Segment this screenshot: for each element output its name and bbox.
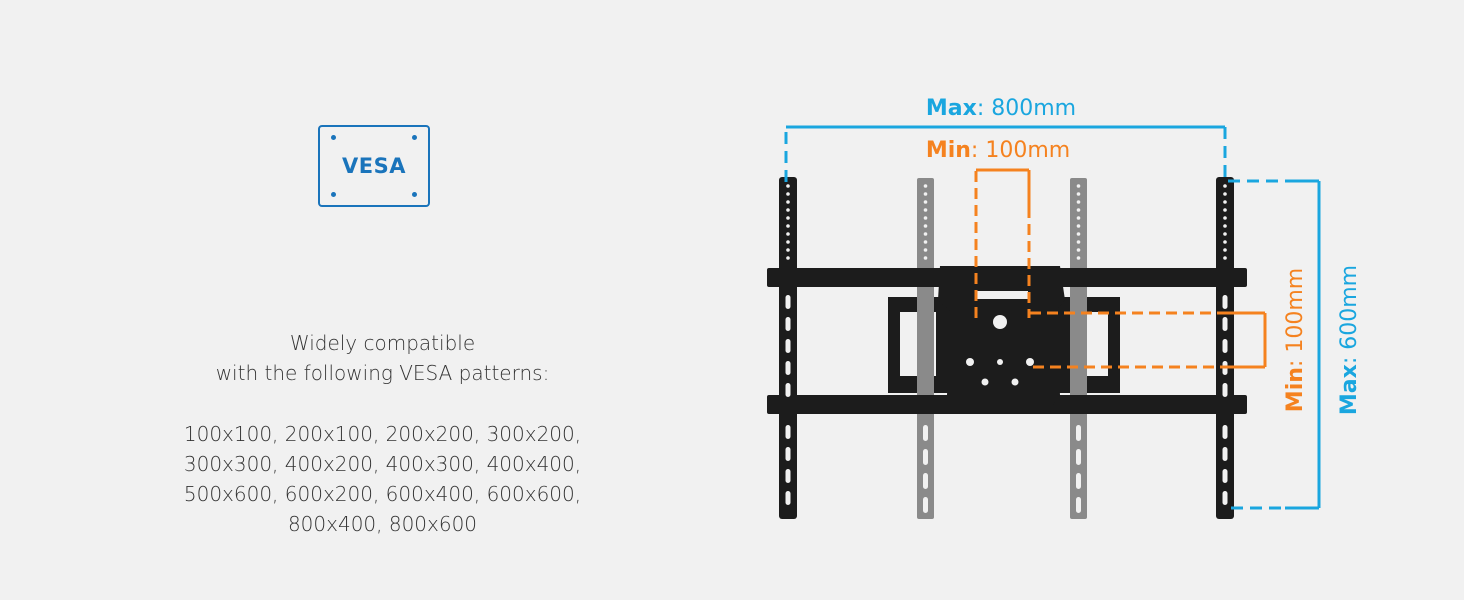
min-width-label-value: : 100mm	[971, 138, 1070, 163]
rail-hole	[1076, 248, 1081, 252]
vesa-logo-icon: VESA	[318, 125, 430, 207]
rail-hole	[1223, 248, 1227, 252]
rail-slot	[785, 425, 791, 439]
rail-hole	[1223, 208, 1227, 212]
rail-hole	[786, 232, 790, 236]
rail-slot	[923, 497, 928, 513]
compatibility-intro: Widely compatible with the following VES…	[130, 328, 635, 388]
rail-hole	[786, 240, 790, 244]
rail-hole	[1076, 224, 1081, 228]
rail-hole	[1076, 208, 1081, 212]
intro-line: Widely compatible	[289, 331, 476, 355]
rail-hole	[1223, 184, 1227, 188]
min-height-indicator	[1030, 311, 1267, 369]
rail-hole	[1076, 240, 1081, 244]
max-height-indicator	[1228, 179, 1321, 510]
min-height-label-key: Min	[1283, 367, 1308, 412]
rail-hole	[1223, 256, 1227, 260]
max-width-label-key: Max	[926, 96, 977, 121]
rail-slot	[1222, 469, 1228, 483]
rail-hole	[1076, 192, 1081, 196]
rail-slot	[785, 339, 791, 353]
pattern-line: 800x400, 800x600	[287, 512, 478, 536]
rail-hole	[923, 192, 928, 196]
pattern-line: 500x600, 600x200, 600x400, 600x600,	[183, 482, 582, 506]
rail-slot	[1222, 447, 1228, 461]
rail-slot	[1222, 491, 1228, 505]
rail-hole	[923, 232, 928, 236]
rail-hole	[923, 248, 928, 252]
max-height-label-key: Max	[1337, 364, 1362, 415]
rail-hole	[786, 256, 790, 260]
pattern-line: 300x300, 400x200, 400x300, 400x400,	[183, 452, 582, 476]
rail-slot	[923, 425, 928, 441]
rail-slot	[785, 491, 791, 505]
min-height-label: Min: 100mm	[1283, 268, 1308, 412]
rail-slot	[785, 447, 791, 461]
rail-slot	[1222, 383, 1228, 397]
rail-hole	[1076, 200, 1081, 204]
rail-hole	[923, 208, 928, 212]
max-height-label: Max: 600mm	[1337, 265, 1362, 415]
rail-slot	[923, 473, 928, 489]
max-width-label: Max: 800mm	[926, 96, 1076, 121]
intro-line: with the following VESA patterns:	[215, 361, 550, 385]
rail-hole	[923, 256, 928, 260]
rail-hole	[1223, 232, 1227, 236]
max-width-indicator	[784, 125, 1227, 182]
rail-hole	[786, 184, 790, 188]
rail-slot	[1222, 339, 1228, 353]
vesa-pattern-list: 100x100, 200x100, 200x200, 300x200, 300x…	[130, 419, 635, 539]
rail-slot	[1222, 425, 1228, 439]
rail-slot	[1076, 425, 1081, 441]
rail-hole	[923, 216, 928, 220]
rail-slot	[1076, 449, 1081, 465]
rail-slot	[785, 383, 791, 397]
rail-hole	[1223, 224, 1227, 228]
pattern-line: 100x100, 200x100, 200x200, 300x200,	[183, 422, 582, 446]
pivot-plate	[938, 266, 1065, 412]
rail-slot	[785, 469, 791, 483]
rail-slot	[785, 295, 791, 309]
rail-slot	[785, 317, 791, 331]
rail-hole	[786, 192, 790, 196]
rail-hole	[1076, 184, 1081, 188]
rail-hole	[786, 224, 790, 228]
rail-hole	[923, 240, 928, 244]
rail-holes	[785, 184, 1228, 513]
min-width-indicator	[974, 168, 1031, 318]
rail-hole	[1223, 200, 1227, 204]
rail-hole	[923, 200, 928, 204]
min-width-label-key: Min	[926, 138, 971, 163]
vesa-logo-label: VESA	[342, 154, 406, 178]
rail-hole	[1223, 216, 1227, 220]
max-width-label-value: : 800mm	[977, 96, 1076, 121]
rail-slot	[1222, 295, 1228, 309]
rail-hole	[786, 208, 790, 212]
rail-hole	[786, 216, 790, 220]
rail-hole	[923, 184, 928, 188]
rail-slot	[923, 449, 928, 465]
rail-slot	[1076, 473, 1081, 489]
rail-hole	[786, 200, 790, 204]
rail-hole	[1076, 216, 1081, 220]
rail-hole	[1076, 256, 1081, 260]
rail-hole	[1223, 240, 1227, 244]
rail-hole	[923, 224, 928, 228]
max-height-label-value: : 600mm	[1337, 265, 1362, 364]
min-width-label: Min: 100mm	[926, 138, 1070, 163]
rail-hole	[786, 248, 790, 252]
rail-slot	[785, 361, 791, 375]
rail-hole	[1076, 232, 1081, 236]
rail-hole	[1223, 192, 1227, 196]
rail-slot	[1076, 497, 1081, 513]
rail-slot	[1222, 317, 1228, 331]
min-height-label-value: : 100mm	[1283, 268, 1308, 367]
